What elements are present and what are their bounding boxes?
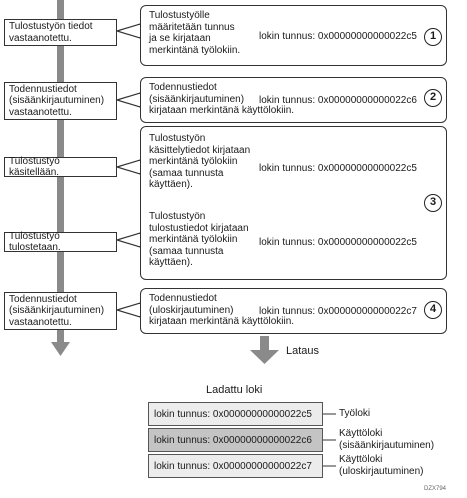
log-id-3b: lokin tunnus: 0x00000000000022c5 [259, 237, 417, 248]
log-type-1: Työloki [339, 408, 371, 419]
timeline-arrowhead [51, 342, 70, 356]
downloaded-row-id-3: lokin tunnus: 0x00000000000022c7 [154, 460, 312, 472]
event-text-2: Todennustiedot (sisäänkirjautuminen) vas… [9, 83, 105, 118]
step-number-3: 3 [424, 194, 442, 212]
event-box-3: Tulostustyö käsitellään. [4, 155, 117, 179]
log-type-3: Käyttöloki (uloskirjautuminen) [339, 454, 424, 477]
event-text-4: Tulostustyö tulostetaan. [9, 230, 61, 254]
download-label: Lataus [286, 345, 320, 357]
step-number-2: 2 [424, 89, 442, 107]
callout-text-3b: Tulostustyön tulostustiedot kirjataan me… [149, 211, 249, 268]
callout-text-1: Tulostustyölle määritetään tunnus ja se … [149, 10, 241, 56]
log-id-3a: lokin tunnus: 0x00000000000022c5 [259, 163, 417, 174]
step-number-1: 1 [424, 28, 442, 46]
downloaded-row-2: lokin tunnus: 0x00000000000022c6 [148, 428, 323, 452]
event-text-5: Todennustiedot (sisäänkirjautuminen) vas… [9, 293, 105, 328]
log-id-4: lokin tunnus: 0x00000000000022c7 [259, 306, 417, 317]
log-id-2: lokin tunnus: 0x00000000000022c6 [259, 95, 417, 106]
callout-tail-4 [114, 232, 141, 248]
event-box-4: Tulostustyö tulostetaan. [4, 230, 117, 254]
log-type-2: Käyttöloki (sisäänkirjautuminen) [339, 428, 435, 451]
step-number-4: 4 [424, 301, 442, 319]
callout-text-2: Todennustiedot (sisäänkirjautuminen) kir… [149, 82, 295, 116]
downloaded-row-3: lokin tunnus: 0x00000000000022c7 [148, 454, 323, 478]
callout-3: Tulostustyön käsittelytiedot kirjataan m… [140, 126, 447, 280]
callout-4: Todennustiedot (uloskirjautuminen) kirja… [140, 288, 447, 334]
downloaded-row-1: lokin tunnus: 0x00000000000022c5 [148, 402, 323, 426]
downloaded-row-id-2: lokin tunnus: 0x00000000000022c6 [154, 434, 312, 446]
log-id-1: lokin tunnus: 0x00000000000022c5 [259, 31, 417, 42]
event-text-1: Tulostustyön tiedot vastaanotettu. [9, 21, 93, 44]
download-arrow-shaft [260, 336, 269, 350]
figure-code: DZX794 [424, 486, 447, 492]
callout-tail-3 [114, 159, 141, 175]
callout-2: Todennustiedot (sisäänkirjautuminen) kir… [140, 77, 447, 123]
callout-tail-1 [114, 23, 141, 39]
event-box-1: Tulostustyön tiedot vastaanotettu. [4, 19, 117, 46]
callout-tail-2 [114, 92, 141, 108]
callout-tail-5 [114, 302, 141, 318]
callout-text-4: Todennustiedot (uloskirjautuminen) kirja… [149, 293, 295, 327]
download-arrow-head [250, 350, 279, 364]
downloaded-log-title: Ladattu loki [206, 384, 263, 396]
event-box-2: Todennustiedot (sisäänkirjautuminen) vas… [4, 82, 117, 120]
event-box-5: Todennustiedot (sisäänkirjautuminen) vas… [4, 292, 117, 330]
callout-text-3a: Tulostustyön käsittelytiedot kirjataan m… [149, 133, 251, 190]
downloaded-row-id-1: lokin tunnus: 0x00000000000022c5 [154, 408, 312, 420]
event-text-3: Tulostustyö käsitellään. [9, 155, 60, 179]
callout-1: Tulostustyölle määritetään tunnus ja se … [140, 5, 447, 66]
